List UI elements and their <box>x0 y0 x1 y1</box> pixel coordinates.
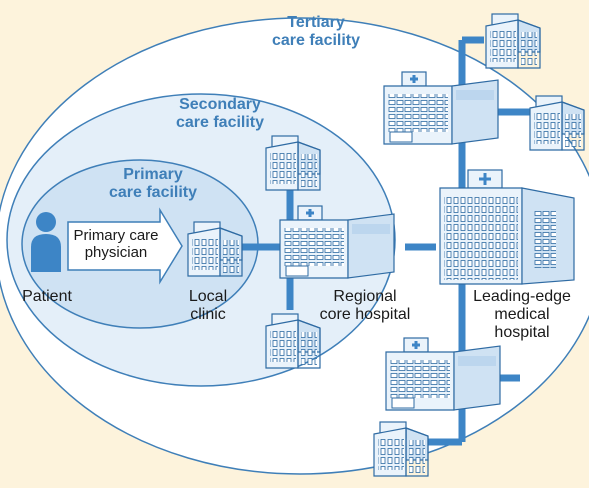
office-building-icon <box>529 95 585 151</box>
patient-label-text: Patient <box>22 288 72 305</box>
leading-edge-hospital-label-line1: Leading-edge <box>473 288 571 305</box>
regional-hospital-label-line2: core hospital <box>319 305 411 323</box>
tertiary-care-label-line1: Tertiary <box>287 14 345 31</box>
secondary-care-label-line2: care facility <box>175 113 265 131</box>
tertiary-care-label: Tertiary care facility <box>256 14 376 50</box>
leading-edge-hospital-label: Leading-edge medical hospital <box>462 288 582 342</box>
person-icon <box>31 212 61 272</box>
regional-hospital-label: Regional core hospital <box>300 288 430 324</box>
local-clinic-label-line1: Local <box>188 288 228 305</box>
primary-care-label-line1: Primary <box>123 166 183 183</box>
secondary-care-label: Secondary care facility <box>160 96 280 132</box>
regional-hospital-label-line1: Regional <box>333 288 397 305</box>
arrow-label-line1: Primary care <box>73 227 159 244</box>
tertiary-care-label-line2: care facility <box>271 31 361 49</box>
local-clinic-label-line2: clinic <box>190 305 226 323</box>
secondary-care-label-line1: Secondary <box>179 96 261 113</box>
arrow-icon <box>67 207 183 285</box>
leading-edge-hospital-label-line2: medical <box>494 305 550 323</box>
arrow-label: Primary care physician <box>68 227 164 262</box>
patient-label: Patient <box>12 288 82 306</box>
primary-care-label: Primary care facility <box>88 166 218 202</box>
arrow-label-line2: physician <box>84 243 148 261</box>
primary-care-label-line2: care facility <box>108 183 198 201</box>
local-clinic-label: Local clinic <box>176 288 240 324</box>
office-building-icon <box>485 13 541 69</box>
leading-edge-hospital-label-line3: hospital <box>494 323 550 341</box>
